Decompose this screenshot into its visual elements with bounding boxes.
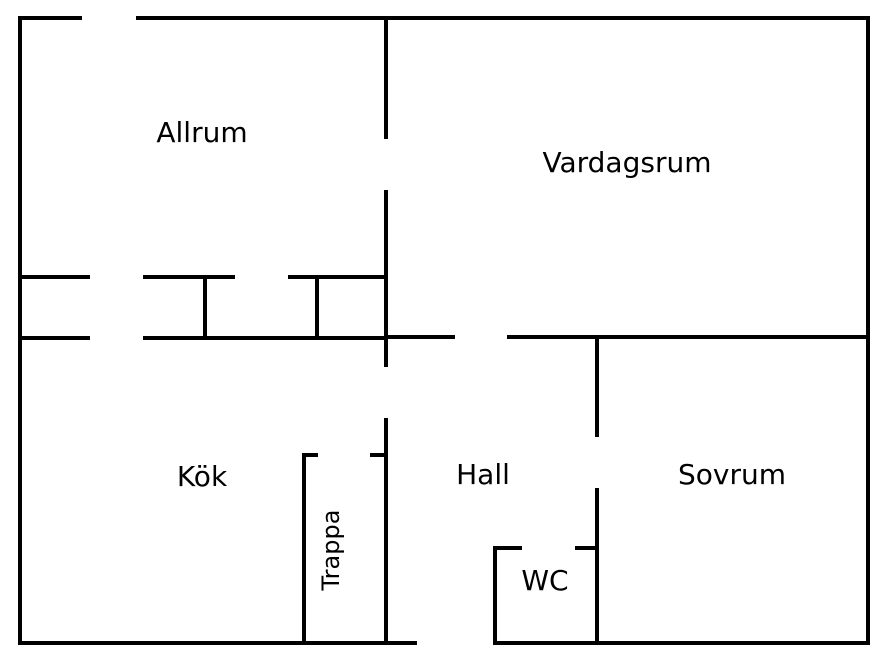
room-label-vardagsrum: Vardagsrum <box>543 146 712 179</box>
stair-walls <box>302 453 388 645</box>
room-label-hall: Hall <box>456 458 510 491</box>
wc-walls <box>493 546 599 645</box>
room-label-kok: Kök <box>177 460 228 493</box>
room-label-allrum: Allrum <box>156 116 247 149</box>
closet-corridor-walls <box>18 275 388 340</box>
room-label-sovrum: Sovrum <box>678 458 786 491</box>
room-label-trappa: Trappa <box>317 510 345 592</box>
room-label-wc: WC <box>521 564 568 597</box>
outer-walls <box>18 16 870 645</box>
